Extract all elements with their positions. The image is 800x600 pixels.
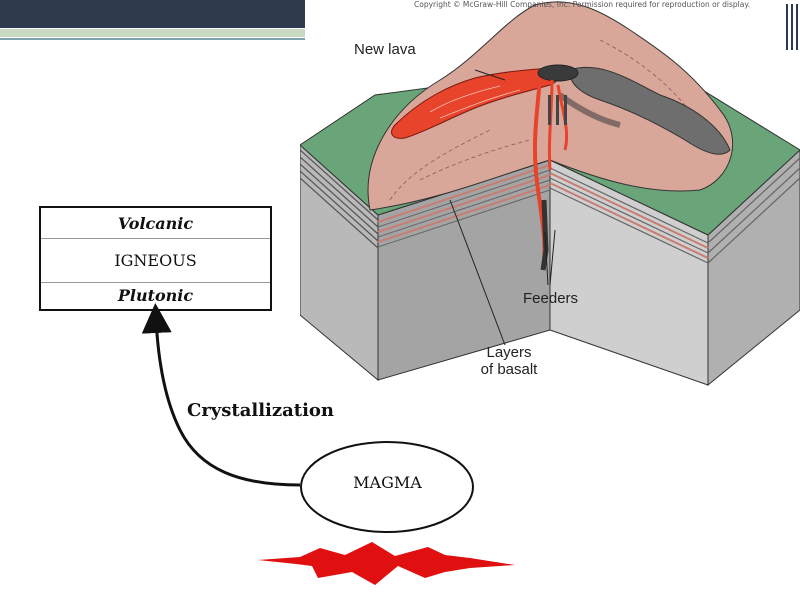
leader-feeders-2 xyxy=(549,229,556,286)
table-divider-2 xyxy=(41,282,270,283)
slide-header-accent xyxy=(0,29,305,37)
strata-right xyxy=(549,157,800,264)
label-layers-line1: Layers xyxy=(486,344,532,361)
leader-new-lava xyxy=(474,69,506,81)
summit-vent xyxy=(537,64,579,82)
table-divider-1 xyxy=(41,238,270,239)
strata-left-front xyxy=(300,149,379,249)
copyright-notice: Copyright © McGraw-Hill Companies, Inc. … xyxy=(414,0,751,9)
magma-ellipse xyxy=(300,441,474,533)
slide-header-bar xyxy=(0,0,305,28)
magma-label: MAGMA xyxy=(353,473,422,492)
strata-right-pink xyxy=(549,172,709,259)
heat-burst xyxy=(258,542,515,585)
strata-left-side-dark xyxy=(377,169,551,248)
rock-type-volcanic: Volcanic xyxy=(117,214,194,233)
new-lava-flow xyxy=(391,67,560,139)
strata-left-side xyxy=(377,164,551,243)
rock-type-plutonic: Plutonic xyxy=(117,286,194,305)
slide-header-line xyxy=(0,38,305,40)
label-feeders: Feeders xyxy=(523,290,579,307)
label-new-lava: New lava xyxy=(354,41,416,58)
shield-volcano-block-diagram xyxy=(300,1,800,387)
crystallization-arrow xyxy=(141,303,301,487)
crystallization-label: Crystallization xyxy=(187,400,335,421)
leader-feeders-1 xyxy=(544,231,549,286)
dike-columns xyxy=(548,95,567,125)
igneous-rock-table: Volcanic IGNEOUS Plutonic xyxy=(39,206,272,311)
new-lava-texture xyxy=(429,85,521,119)
label-layers-line2: of basalt xyxy=(480,361,538,378)
leader-layers xyxy=(449,199,506,346)
old-lava-flow xyxy=(569,66,731,155)
flow-outlines xyxy=(389,39,711,201)
label-layers-of-basalt: Layers of basalt xyxy=(474,344,544,378)
slide-corner-mark xyxy=(786,4,798,50)
rock-type-igneous: IGNEOUS xyxy=(114,251,197,270)
